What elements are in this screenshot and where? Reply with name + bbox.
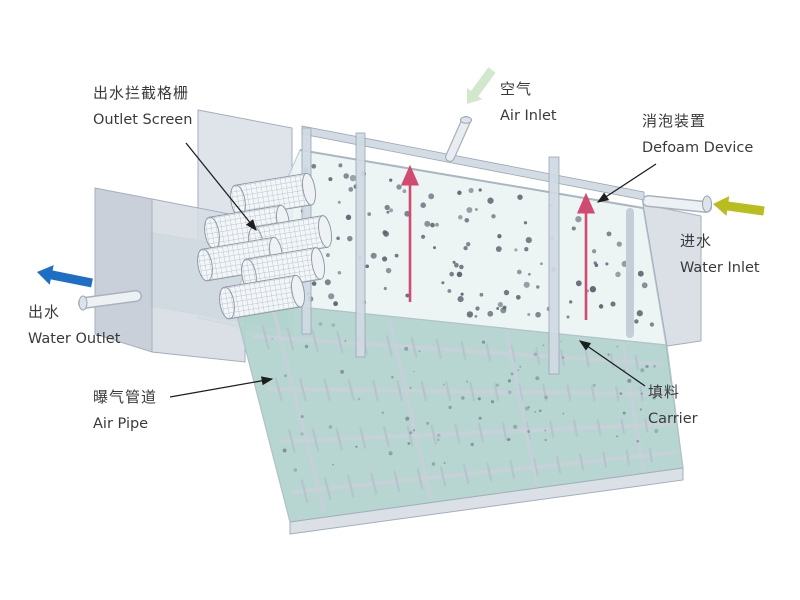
screen-cylinder — [230, 172, 316, 218]
screen-cylinder — [219, 274, 305, 320]
leader-defoam-device — [596, 163, 657, 203]
tank-right-wall — [642, 203, 702, 347]
label-defoam-device-en: Defoam Device — [642, 140, 754, 156]
suspended-carriers — [271, 322, 659, 472]
label-water-outlet-zh: 出水 — [28, 303, 61, 321]
label-carrier-zh: 填料 — [648, 383, 681, 401]
water-outlet-arrow — [37, 265, 93, 288]
label-air-pipe-en: Air Pipe — [93, 416, 149, 432]
label-defoam-device: 消泡装置 Defoam Device — [642, 114, 753, 156]
floating-carriers — [251, 163, 655, 327]
label-water-inlet-zh: 进水 — [680, 232, 713, 250]
inlet-pipe-flange — [702, 195, 712, 213]
air-inlet-pipe — [445, 116, 472, 162]
label-air-inlet-zh: 空气 — [500, 80, 533, 98]
label-carrier-en: Carrier — [648, 411, 698, 427]
label-water-inlet: 进水 Water Inlet — [680, 234, 760, 276]
label-defoam-device-zh: 消泡装置 — [642, 112, 707, 130]
leader-outlet-screen — [185, 142, 257, 232]
water-inlet-pipe — [643, 196, 711, 212]
leader-lines — [169, 142, 657, 398]
label-air-inlet: 空气 Air Inlet — [500, 82, 557, 124]
label-carrier: 填料 Carrier — [648, 385, 698, 427]
leader-air-pipe — [169, 376, 274, 398]
defoam-devices — [400, 164, 596, 320]
tank-right-edge — [666, 345, 684, 469]
label-outlet-screen-zh: 出水拦截格栅 — [93, 84, 190, 102]
air-flow-arrow — [467, 67, 496, 104]
label-air-pipe: 曝气管道 Air Pipe — [93, 390, 157, 432]
label-water-inlet-en: Water Inlet — [680, 260, 760, 276]
outlet-screens — [197, 172, 332, 320]
label-outlet-screen: 出水拦截格栅 Outlet Screen — [93, 86, 192, 128]
air-pipe-grid — [252, 308, 677, 513]
label-water-outlet-en: Water Outlet — [28, 331, 121, 347]
label-air-pipe-zh: 曝气管道 — [93, 388, 158, 406]
water-inlet-arrow — [713, 196, 765, 216]
label-air-inlet-en: Air Inlet — [500, 108, 557, 124]
frame-post-middle — [355, 132, 366, 358]
inlet-side — [626, 195, 712, 469]
tank-bottom-edge — [289, 467, 684, 535]
frame-post-right — [548, 156, 560, 375]
tank-left-edge — [232, 299, 291, 523]
leader-carrier — [578, 340, 646, 387]
air-pipe-opening — [460, 116, 472, 124]
water-outlet-pipe — [78, 290, 142, 311]
label-outlet-screen-en: Outlet Screen — [93, 112, 193, 128]
outlet-pipe-end — [78, 295, 88, 311]
label-water-outlet: 出水 Water Outlet — [28, 305, 120, 347]
main-tank — [232, 149, 684, 535]
